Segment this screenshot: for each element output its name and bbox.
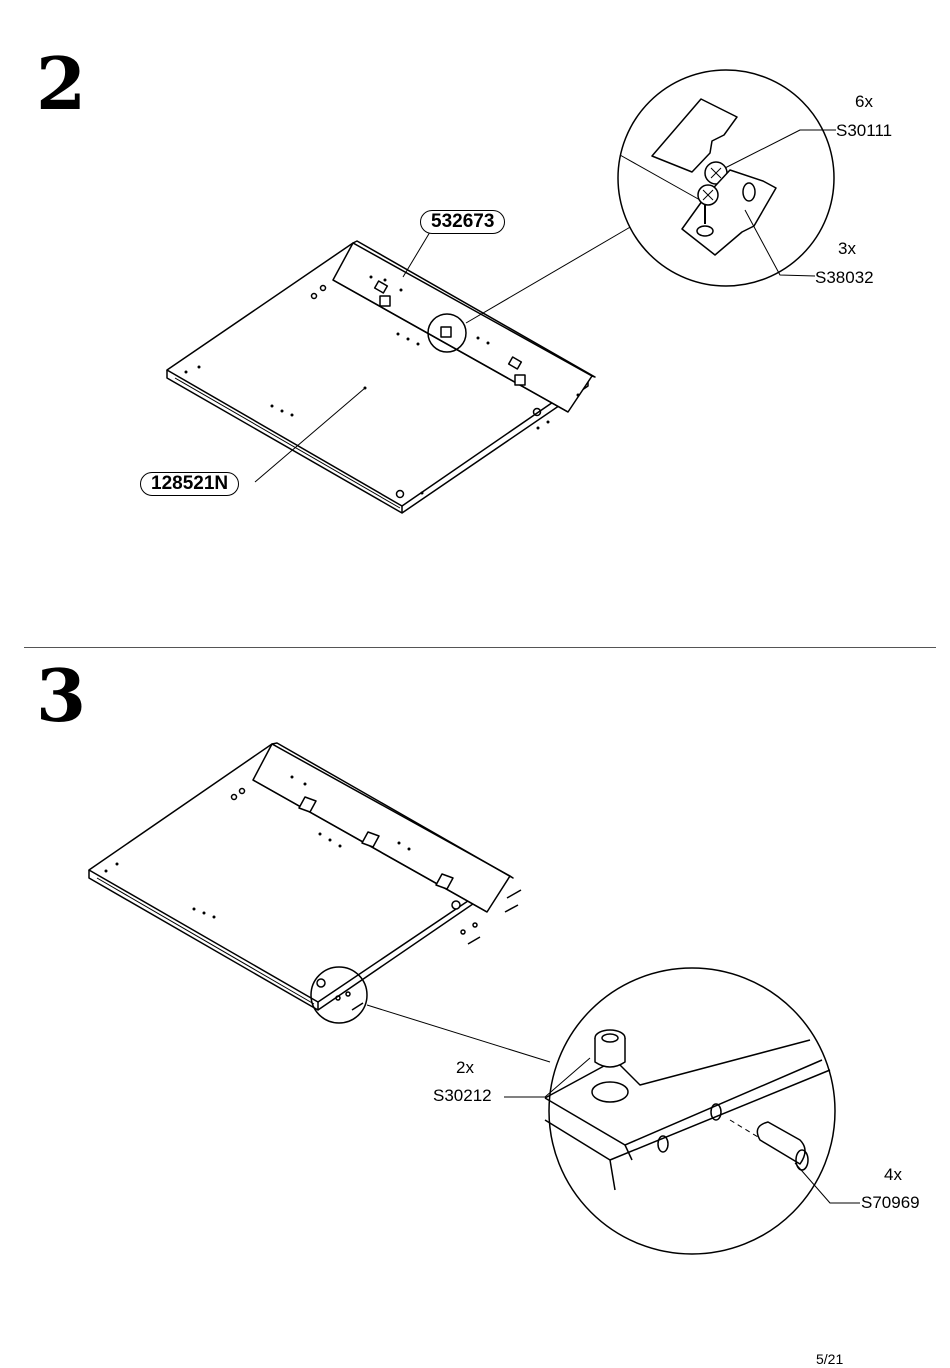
step-2-detail-zoom (617, 69, 836, 287)
step-3-detail-zoom (504, 967, 860, 1255)
panel-label-128521n: 128521N (140, 472, 240, 496)
qty-s30212: 2x (456, 1058, 474, 1077)
step-2-board-drawing (166, 225, 633, 514)
page-number: 5/21 (816, 1351, 844, 1367)
code-s30111: S30111 (836, 121, 893, 140)
qty-s30111: 6x (855, 92, 873, 111)
code-s38032: S38032 (815, 268, 874, 287)
step-3-board-drawing (88, 742, 551, 1063)
panel-label-532673: 532673 (420, 210, 506, 234)
code-s70969: S70969 (861, 1193, 920, 1212)
step-3-number: 3 (36, 653, 87, 738)
qty-s70969: 4x (884, 1165, 902, 1184)
qty-s38032: 3x (838, 239, 856, 258)
step-divider (24, 647, 936, 648)
step-2-number: 2 (36, 41, 87, 126)
code-s30212: S30212 (433, 1086, 492, 1105)
